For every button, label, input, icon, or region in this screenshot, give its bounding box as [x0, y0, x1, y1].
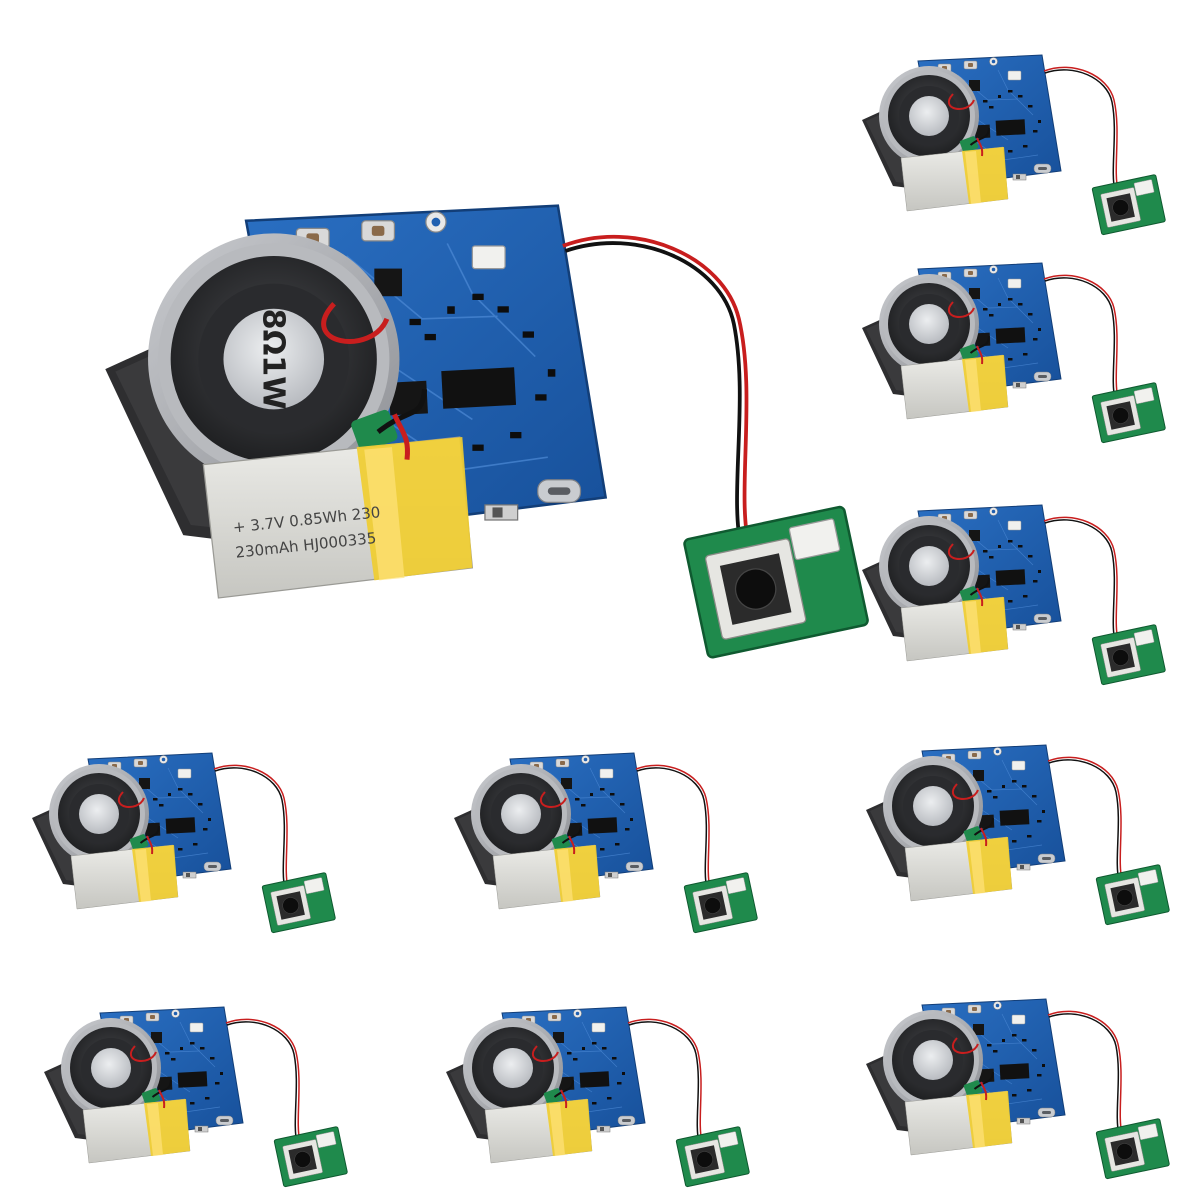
sound-module-small-art — [861, 54, 1167, 236]
sound-module-small-art — [865, 744, 1171, 926]
sound-module-small-r5c2 — [432, 992, 762, 1202]
sound-module-small-art — [31, 752, 337, 934]
sound-module-small-r2 — [848, 248, 1178, 458]
sound-module-large-art: 8Ω1W + 3.7V 0.85Wh 230 230mAh HJ000335 — [30, 168, 871, 661]
sound-module-small-art — [453, 752, 759, 934]
sound-module-small-r5c3 — [852, 984, 1182, 1194]
sound-module-small-art — [43, 1006, 349, 1188]
speaker-marking: 8Ω1W — [256, 309, 291, 410]
sound-module-small-art — [861, 262, 1167, 444]
sound-module-small-r4c3 — [852, 730, 1182, 940]
sound-module-small-r3 — [848, 490, 1178, 700]
sound-module-small-r5c1 — [30, 992, 360, 1202]
sound-module-small-art — [445, 1006, 751, 1188]
sound-module-small-art — [861, 504, 1167, 686]
sound-module-large: 8Ω1W + 3.7V 0.85Wh 230 230mAh HJ000335 — [30, 168, 871, 661]
sound-module-small-r4c1 — [18, 738, 348, 948]
sound-module-small-r1 — [848, 40, 1178, 250]
sound-module-small-art — [865, 998, 1171, 1180]
sound-module-small-r4c2 — [440, 738, 770, 948]
